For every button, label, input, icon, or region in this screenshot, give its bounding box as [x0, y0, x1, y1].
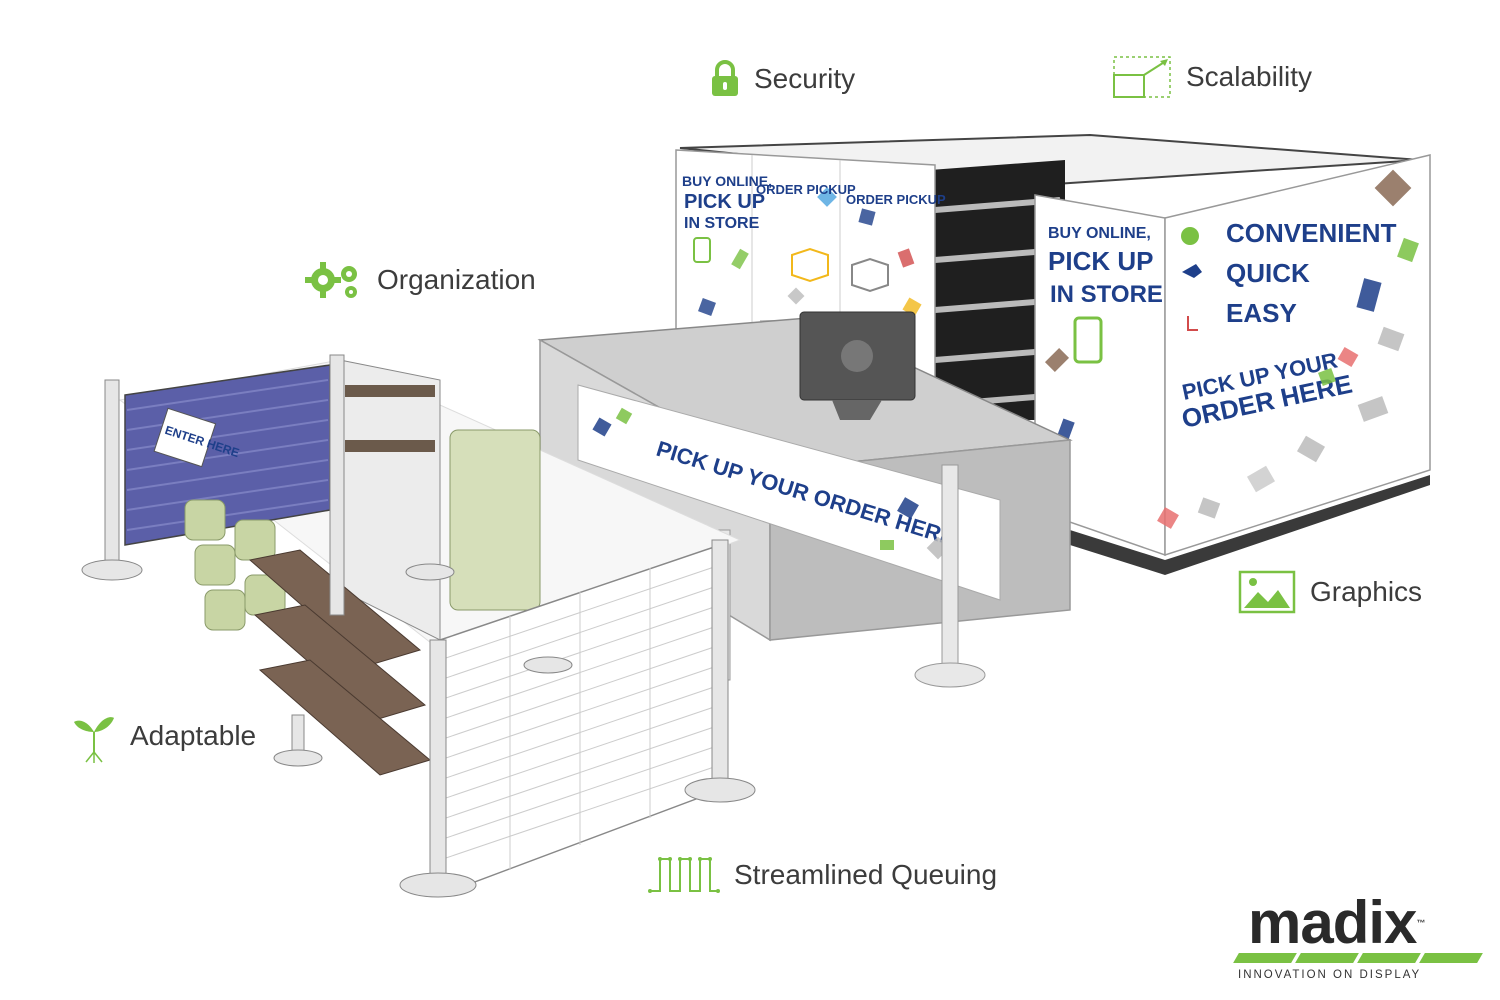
queuing-fixture: ENTER HERE: [81, 354, 756, 898]
touch-icon: [1187, 316, 1198, 331]
logo-word: madix: [1248, 889, 1417, 956]
feature-security: Security: [710, 60, 855, 98]
sign-order-pickup-2: ORDER PICKUP: [846, 192, 946, 207]
sign-in-store-2: IN STORE: [1050, 281, 1163, 308]
sign-pick-up-2: PICK UP: [1048, 246, 1153, 276]
feature-graphics: Graphics: [1238, 570, 1422, 614]
logo-tagline: INNOVATION ON DISPLAY: [1238, 969, 1422, 981]
sign-buy-online: BUY ONLINE,: [682, 173, 772, 189]
sign-convenient: CONVENIENT: [1226, 218, 1397, 248]
box-icon: [791, 247, 829, 283]
sign-buy-online-2: BUY ONLINE,: [1048, 225, 1151, 242]
feature-label-organization: Organization: [377, 264, 536, 295]
feature-organization: Organization: [305, 260, 536, 300]
rabbit-icon: [1182, 264, 1202, 278]
sign-in-store: IN STORE: [684, 215, 760, 232]
sign-easy: EASY: [1226, 298, 1297, 328]
feature-adaptable: Adaptable: [72, 708, 256, 764]
landscape-image-icon: [1238, 570, 1296, 614]
feature-queuing: Streamlined Queuing: [648, 855, 997, 895]
queue-line-icon: [648, 857, 720, 893]
feature-label-adaptable: Adaptable: [130, 720, 257, 751]
cloud-icon: [1181, 227, 1199, 245]
box-icon-2: [851, 257, 889, 293]
tablet-icon: [693, 237, 711, 263]
feature-label-security: Security: [754, 63, 856, 94]
sign-quick: QUICK: [1226, 258, 1310, 288]
madix-logo: madix™ INNOVATION ON DISPLAY: [1230, 893, 1483, 981]
tablet-icon-2: [1073, 316, 1103, 364]
feature-label-graphics: Graphics: [1310, 576, 1423, 607]
logo-trademark: ™: [1416, 918, 1425, 928]
feature-label-queuing: Streamlined Queuing: [734, 859, 998, 890]
logo-green-bar: [1233, 953, 1483, 963]
scale-icon: [1113, 56, 1171, 98]
lock-icon: [712, 60, 738, 96]
sign-pick-up: PICK UP: [684, 191, 765, 213]
gears-icon: [305, 262, 357, 298]
feature-scalability: Scalability: [1112, 55, 1312, 99]
feature-label-scalability: Scalability: [1186, 61, 1313, 92]
logo-wordmark: madix™: [1230, 893, 1480, 953]
sign-order-pickup: ORDER PICKUP: [756, 182, 856, 197]
sprout-icon: [74, 717, 114, 763]
